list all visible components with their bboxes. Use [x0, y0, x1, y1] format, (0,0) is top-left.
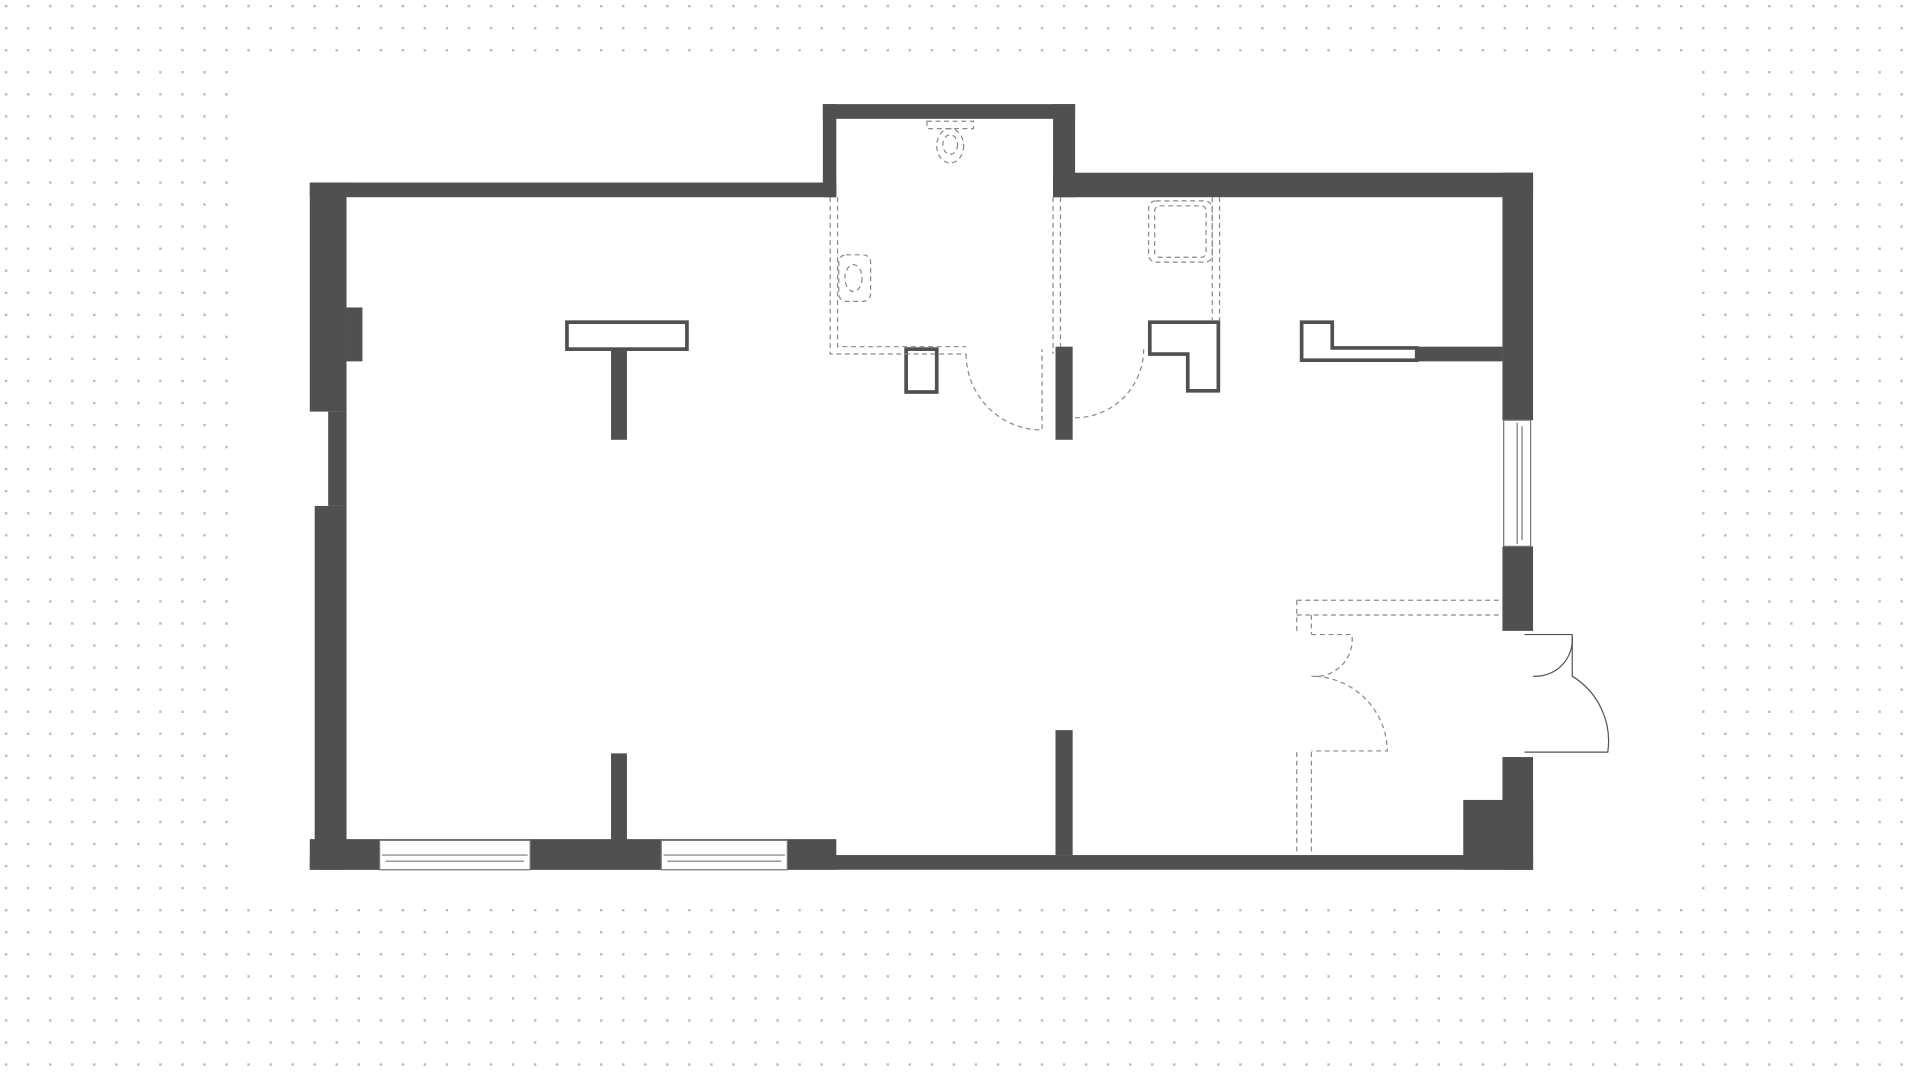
door-swing-icon [1524, 633, 1610, 753]
door-swing-icon [1311, 633, 1388, 752]
window-icon [1503, 419, 1532, 547]
entrance-door [1524, 633, 1610, 753]
window-icon [378, 839, 531, 871]
door-swing-icon [1075, 349, 1145, 419]
door-swing-icon [965, 349, 1043, 431]
fixtures [829, 120, 1503, 856]
plan-area [232, 63, 1690, 909]
sink-icon [838, 254, 872, 302]
toilet-icon [926, 120, 975, 164]
shower-tray-icon [1147, 200, 1213, 263]
windows [378, 419, 1532, 871]
window-icon [660, 839, 788, 871]
interior-walls [565, 320, 1419, 856]
